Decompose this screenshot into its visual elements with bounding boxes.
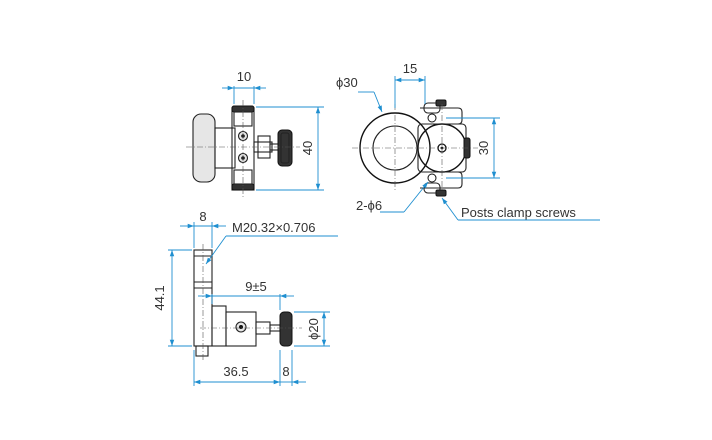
travel-label: 9±5	[245, 279, 267, 294]
plan-view: 15 ϕ30 30 2-ϕ6 Posts clamp screws	[336, 61, 600, 221]
thread-label: M20.32×0.706	[232, 220, 315, 235]
side-view: 8 M20.32×0.706 9±5 44.1 ϕ20 36.5 8	[152, 209, 338, 386]
screw-center-icon	[239, 325, 243, 329]
large-knob	[192, 113, 216, 183]
holes-label: 2-ϕ6	[356, 198, 382, 213]
bottom-pin	[195, 345, 209, 357]
leader-line	[205, 235, 227, 265]
clamp-screw-head	[435, 189, 447, 197]
dimension-label-10: 10	[237, 69, 251, 84]
dimension-label-8-top: 8	[199, 209, 206, 224]
leader-line	[403, 181, 429, 213]
front-view: 10 40	[186, 69, 324, 198]
dimension-label-15: 15	[403, 61, 417, 76]
base-block	[211, 305, 227, 347]
small-knob	[277, 129, 293, 167]
dimension-label-44-1: 44.1	[152, 285, 167, 310]
clamp-top	[420, 107, 463, 125]
dimension-label-30: 30	[476, 141, 491, 155]
dimension-label-36-5: 36.5	[223, 364, 248, 379]
mount-hole-icon	[427, 173, 437, 183]
slot-hole	[423, 102, 441, 114]
vertical-post	[193, 249, 213, 347]
mount-hole-icon	[427, 113, 437, 123]
dimension-label-8-bottom: 8	[282, 364, 289, 379]
front-block	[214, 127, 236, 169]
clamp-bottom	[420, 171, 463, 189]
ring-diameter-label: ϕ30	[336, 75, 358, 90]
clamp-screw-head	[435, 99, 447, 107]
leader-line	[441, 197, 459, 221]
side-knob	[279, 311, 293, 347]
knob-diameter-label: ϕ20	[306, 318, 321, 340]
small-knob-face	[280, 132, 290, 164]
clamp-screws-label: Posts clamp screws	[461, 205, 576, 220]
leader-line	[373, 91, 383, 113]
dimension-label-40: 40	[300, 141, 315, 155]
